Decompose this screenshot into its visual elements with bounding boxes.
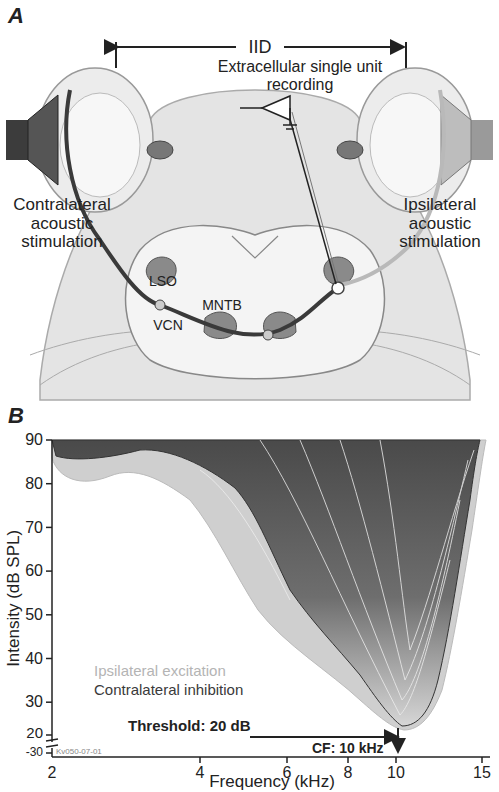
axis-tick: 4	[196, 764, 205, 782]
axis-tick: 40	[25, 650, 43, 668]
neuron-dot	[332, 282, 344, 294]
nucleus-name: LSO	[149, 274, 177, 289]
nucleus-name: MNTB	[202, 298, 242, 313]
axis-tick: -30	[26, 746, 43, 759]
panel-letter: A	[8, 4, 24, 28]
series-label: Contralateral inhibition	[94, 682, 243, 699]
ipsilateral-pathway	[340, 90, 444, 285]
axis-tick: 70	[25, 519, 43, 537]
nucleus-name: VCN	[153, 318, 183, 333]
axis-tick: 20	[26, 725, 43, 742]
speaker-symbol	[6, 95, 493, 185]
chart-axes	[46, 440, 490, 763]
electrode-label: Extracellular single unit recording	[200, 58, 400, 93]
axis-tick: 10	[387, 764, 405, 782]
annotation: CF: 10 kHz	[312, 741, 384, 756]
axis-title: Intensity (dB SPL)	[5, 529, 24, 666]
file-id: Kv050-07-01	[56, 748, 102, 757]
neuron-dot	[155, 300, 165, 310]
axis-title: Frequency (kHz)	[209, 773, 335, 792]
axis-tick: 30	[25, 693, 43, 711]
axis-tick: 15	[473, 764, 491, 782]
axis-tick: 8	[344, 764, 353, 782]
iid-label: IID	[248, 38, 271, 58]
axis-tick: 50	[25, 606, 43, 624]
stimulus-label: Ipsilateral acoustic stimulation	[385, 196, 495, 252]
panel-letter: B	[8, 404, 24, 428]
series-label: Ipsilateral excitation	[94, 663, 226, 680]
tuning-curve	[52, 440, 486, 730]
axis-tick: 60	[25, 562, 43, 580]
annotation: Threshold: 20 dB	[128, 718, 251, 735]
stimulus-label: Contralateral acoustic stimulation	[2, 196, 122, 252]
axis-tick: 90	[25, 431, 43, 449]
electrode	[240, 96, 338, 284]
neuron-dot	[263, 330, 273, 340]
axis-tick: 80	[25, 475, 43, 493]
axis-tick: 2	[48, 764, 57, 782]
